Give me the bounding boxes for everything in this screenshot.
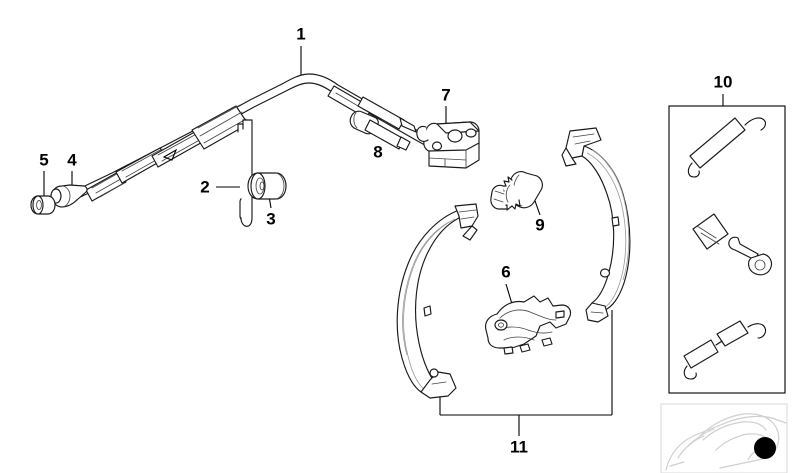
brake-shoe-left: [396, 203, 479, 399]
callout-label-2: 2: [200, 177, 210, 197]
callout-leader-lines: [43, 46, 724, 436]
spring-repair-kit-box: [668, 105, 786, 394]
wire-retaining-clip: [237, 119, 253, 227]
callout-label-9: 9: [535, 215, 545, 235]
callout-label-1: 1: [296, 24, 306, 44]
brake-shoe-expander: [490, 171, 543, 211]
small-bushing: [30, 195, 56, 215]
callout-label-8: 8: [373, 142, 383, 162]
rear-wheel-position-marker: [754, 437, 776, 459]
cable-mounting-bracket: [416, 121, 480, 169]
compression-spring: [692, 213, 729, 250]
cable-coiled-section: [357, 96, 405, 130]
long-return-spring: [687, 117, 766, 178]
hold-down-pin: [728, 236, 773, 276]
vehicle-locator-thumbnail: [660, 403, 788, 473]
cable-end-sleeve: [50, 184, 88, 208]
brake-shoe-adjuster-lever: [484, 295, 572, 355]
callout-label-3: 3: [266, 209, 276, 229]
brake-shoe-right: [561, 127, 631, 323]
callout-label-11: 11: [510, 437, 528, 457]
rubber-grommet: [247, 172, 287, 200]
callout-label-4: 4: [67, 150, 77, 170]
callout-label-6: 6: [501, 262, 511, 282]
callout-label-7: 7: [441, 85, 451, 105]
callout-label-5: 5: [39, 150, 49, 170]
bracket-bolt: [349, 110, 411, 151]
callout-label-10: 10: [713, 72, 733, 92]
tandem-return-spring: [683, 320, 767, 380]
